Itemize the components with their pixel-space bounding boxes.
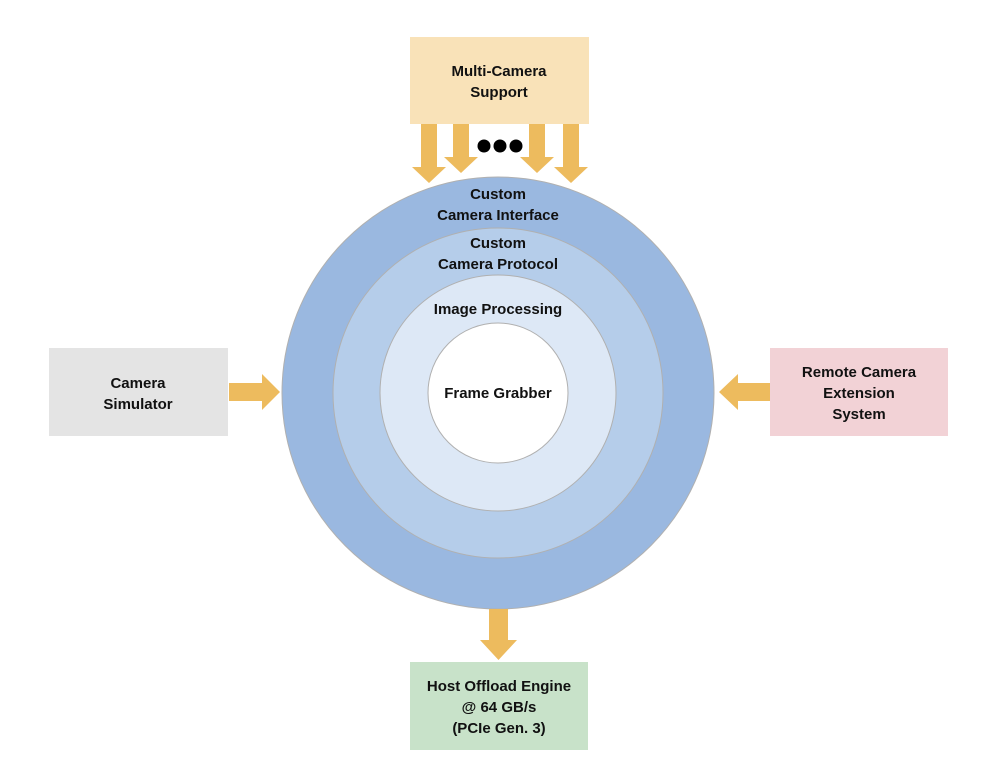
remote-camera-extension-label-2: Extension (823, 385, 895, 402)
ring-outer-label-1: Custom (470, 186, 526, 203)
camera-simulator-label-1: Camera (110, 375, 166, 392)
ring-second-label-1: Custom (470, 235, 526, 252)
remote-camera-extension-label-1: Remote Camera (802, 364, 917, 381)
ring-third-label: Image Processing (434, 301, 562, 318)
camera-simulator-box (49, 348, 228, 436)
arrow-right-into-ring (229, 374, 280, 410)
host-offload-engine-label-1: Host Offload Engine (427, 678, 571, 695)
multi-camera-support-box (410, 37, 589, 124)
arrow-down-to-host (480, 609, 517, 660)
arrow-left-into-ring (719, 374, 770, 410)
remote-camera-extension-box (770, 348, 948, 436)
camera-simulator-label-2: Simulator (103, 396, 172, 413)
multi-camera-support-label-1: Multi-Camera (451, 63, 547, 80)
arrow-down-4 (554, 124, 588, 183)
core-label: Frame Grabber (444, 385, 552, 402)
host-offload-engine-label-3: (PCIe Gen. 3) (452, 720, 545, 737)
arrow-down-2 (444, 124, 478, 173)
ring-outer-label-2: Camera Interface (437, 207, 559, 224)
arrow-down-3 (520, 124, 554, 173)
host-offload-engine-box (410, 662, 588, 750)
core-frame-grabber (427, 322, 569, 464)
ellipsis-icon (477, 139, 523, 153)
multi-camera-support-label-2: Support (470, 84, 528, 101)
host-offload-engine-label-2: @ 64 GB/s (462, 699, 537, 716)
arrow-down-1 (412, 124, 446, 183)
remote-camera-extension-label-3: System (832, 406, 885, 423)
ring-second-label-2: Camera Protocol (438, 256, 558, 273)
